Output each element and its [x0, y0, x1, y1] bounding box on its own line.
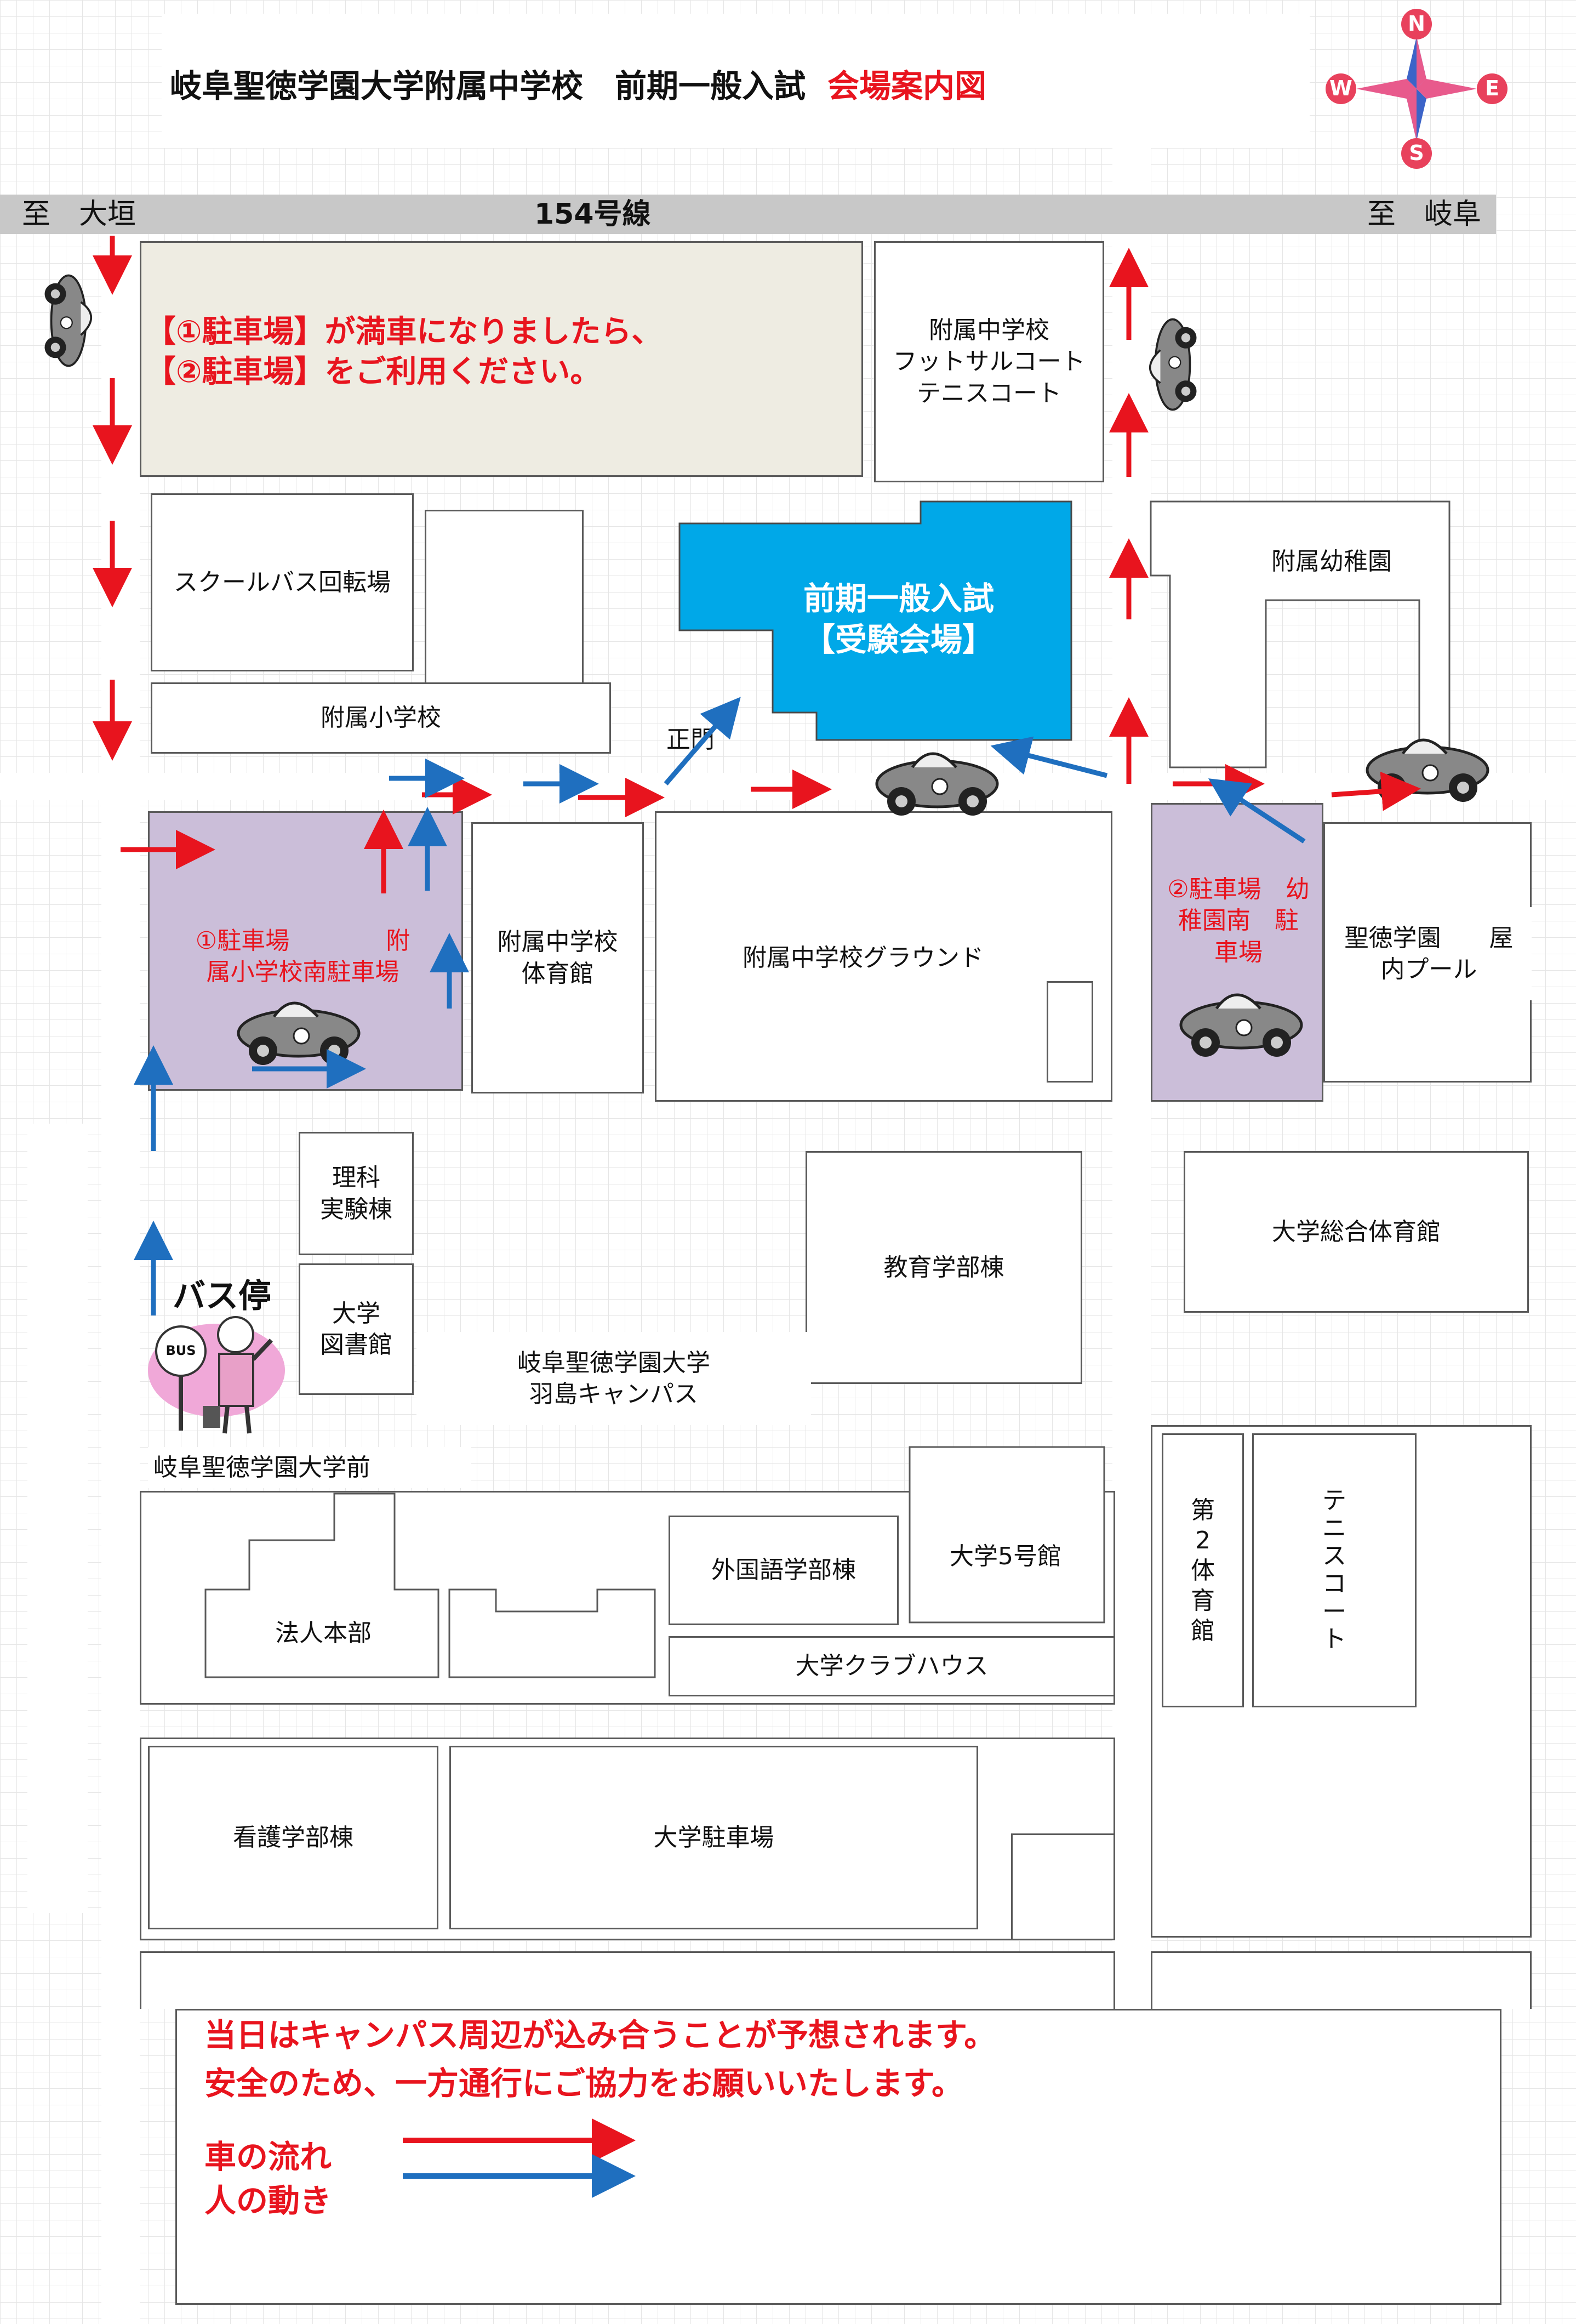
- road-east: [1112, 148, 1151, 2012]
- car-icon: [1149, 318, 1198, 411]
- compass-w-label: W: [1329, 76, 1352, 101]
- gym2-building: 第 2 体 育 館: [1162, 1433, 1244, 1707]
- jhs-gym: 附属中学校 体育館: [471, 822, 644, 1093]
- bldg5-label: 大学5号館: [950, 1542, 1061, 1571]
- small-building: [1011, 1833, 1115, 1940]
- pool-label: 聖徳学園 屋 内プール: [1326, 907, 1532, 1000]
- compass-n-label: N: [1408, 12, 1425, 36]
- campus-label: 岐阜聖徳学園大学 羽島キャンパス: [416, 1332, 811, 1425]
- parking-notice: 【①駐車場】が満車になりましたら、 【②駐車場】をご利用ください。: [145, 312, 682, 400]
- school-bus-area: スクールバス回転場: [151, 493, 414, 671]
- main-gate-label: 正門: [666, 726, 715, 754]
- parking1-label: ①駐車場 附 属小学校南駐車場: [195, 926, 410, 986]
- parking-notice-line2: 【②駐車場】をご利用ください。: [145, 354, 601, 390]
- legend-people-flow-label: 人の動き: [204, 2182, 332, 2219]
- bus-stop-label: バス停: [173, 1277, 271, 1315]
- jhs-ground-label: 附属中学校グラウンド: [658, 935, 1069, 981]
- highway-to-east: 至 岐阜: [1367, 198, 1482, 231]
- compass-s-label: S: [1409, 141, 1424, 166]
- bottom-left-outline: [140, 1951, 1115, 2009]
- bus-stop-name: 岐阜聖徳学園大学前: [148, 1447, 471, 1488]
- legend-notice: 当日はキャンパス周辺が込み合うことが予想されます。 安全のため、一方通行にご協力…: [204, 2017, 996, 2102]
- hq-label: 法人本部: [275, 1619, 372, 1648]
- legend-car-flow-label: 車の流れ: [204, 2138, 332, 2175]
- nursing-building: 看護学部棟: [148, 1746, 438, 1929]
- page-title: 岐阜聖徳学園大学附属中学校 前期一般入試会場案内図: [170, 60, 986, 106]
- parking2-label: ②駐車場 幼 稚園南 駐 車場: [1167, 875, 1310, 966]
- road-west: [101, 233, 140, 2324]
- exam-venue-label: 前期一般入試 【受験会場】: [803, 579, 994, 658]
- title-box: [162, 14, 1310, 148]
- science-lab: 理科 実験棟: [299, 1132, 414, 1255]
- foreign-language-building: 外国語学部棟: [669, 1516, 899, 1625]
- elementary-outline: [425, 510, 584, 685]
- legend-box: 当日はキャンパス周辺が込み合うことが予想されます。 安全のため、一方通行にご協力…: [175, 2009, 1501, 2305]
- left-outline: [27, 1124, 88, 1913]
- library: 大学 図書館: [299, 1263, 414, 1395]
- highway-name: 154号線: [534, 198, 651, 231]
- compass-e-label: E: [1485, 76, 1499, 101]
- car-icon: [43, 274, 93, 367]
- title-highlight: 会場案内図: [827, 67, 987, 105]
- education-building: 教育学部棟: [806, 1151, 1082, 1384]
- highway-154: 至 大垣 154号線 至 岐阜: [0, 195, 1496, 234]
- title-main: 岐阜聖徳学園大学附属中学校 前期一般入試: [170, 67, 806, 105]
- road-middle: [0, 773, 1576, 800]
- kindergarten-label: 附属幼稚園: [1271, 548, 1392, 576]
- bottom-right-outline: [1151, 1951, 1532, 2009]
- elementary-school: 附属小学校: [151, 682, 611, 754]
- clubhouse: 大学クラブハウス: [669, 1636, 1115, 1696]
- futsal-court: 附属中学校 フットサルコート テニスコート: [874, 241, 1104, 482]
- highway-to-west: 至 大垣: [22, 198, 136, 231]
- univ-gym: 大学総合体育館: [1184, 1151, 1529, 1313]
- ground-shed: [1047, 981, 1093, 1083]
- field-area: [140, 241, 863, 477]
- univ-parking: 大学駐車場: [449, 1746, 978, 1929]
- bus-stop-sign: BUS: [165, 1343, 196, 1359]
- parking-notice-line1: 【①駐車場】が満車になりましたら、: [145, 314, 663, 350]
- tennis-court: テ ニ ス コ ー ト: [1252, 1433, 1417, 1707]
